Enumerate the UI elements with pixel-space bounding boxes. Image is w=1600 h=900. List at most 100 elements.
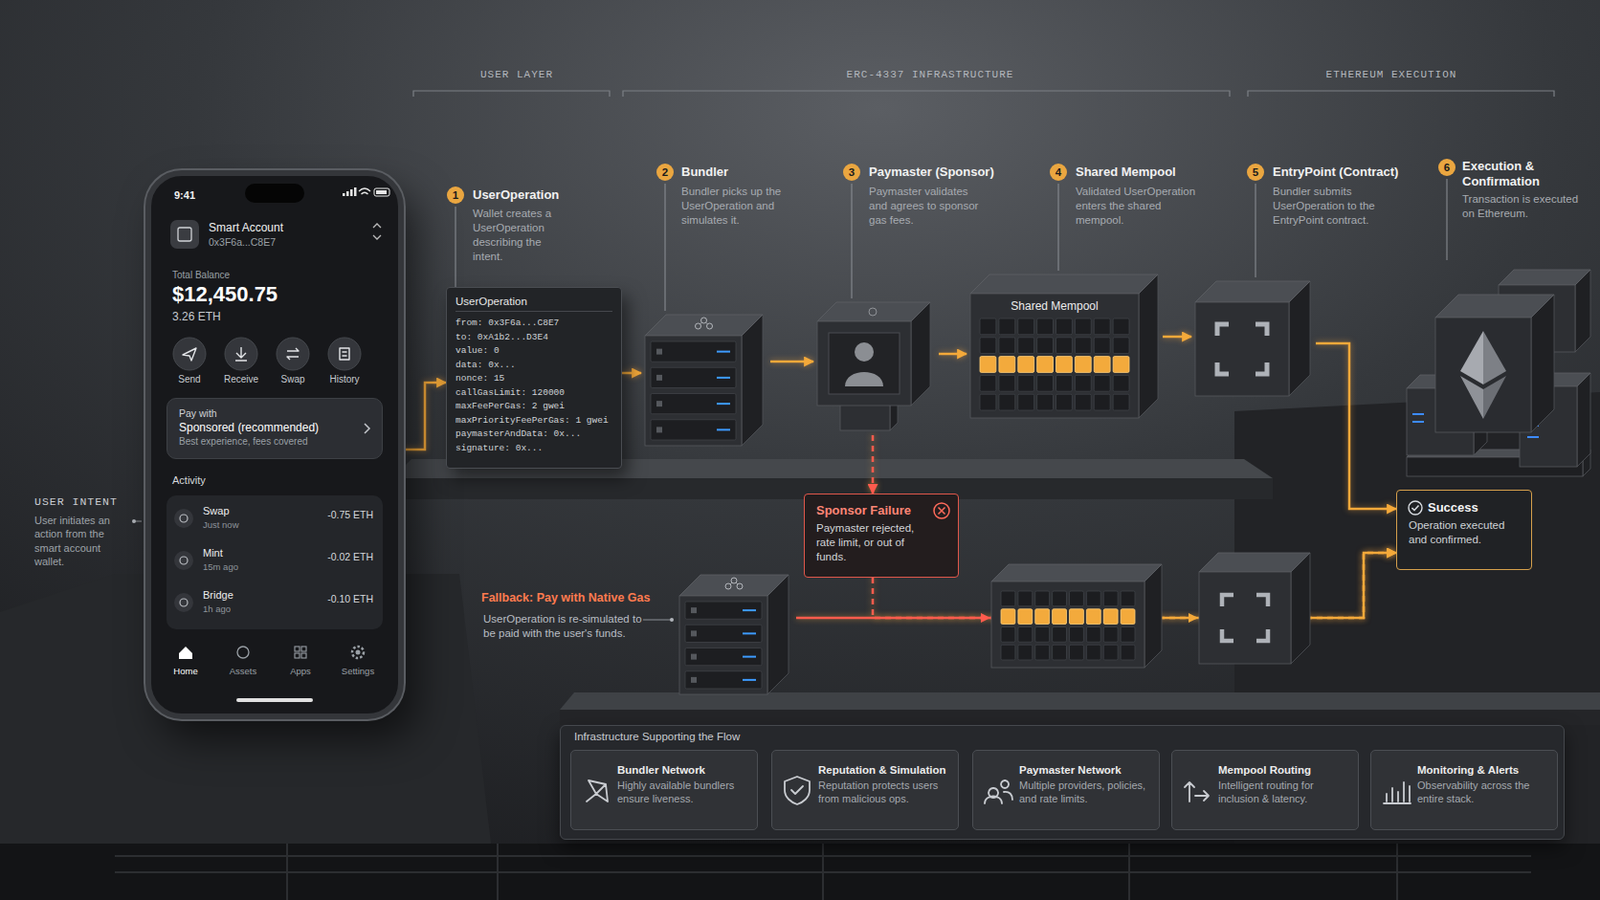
success-icon	[1408, 501, 1423, 515]
node-text: Best experience, fees covered	[178, 436, 356, 447]
card-icon	[784, 777, 810, 805]
rack-light	[716, 377, 731, 379]
cube-front	[970, 293, 1139, 419]
callout-number: 1	[446, 186, 465, 204]
node-text: -0.10 ETH	[285, 593, 374, 605]
node-text: -0.75 ETH	[285, 509, 374, 521]
mempool-cell	[999, 394, 1016, 411]
node-text: Pay with	[178, 407, 356, 420]
nav-icon	[301, 646, 307, 652]
arrowhead	[980, 613, 991, 623]
step-description: Paymaster validates and agrees to sponso…	[868, 184, 989, 228]
shared-mempool: 4Shared MempoolValidated UserOperation e…	[966, 270, 1163, 424]
illustration-group	[784, 777, 810, 805]
mempool-cell	[1018, 627, 1033, 644]
cube-top	[1435, 294, 1555, 318]
pending-op-cell	[999, 356, 1016, 374]
mempool-cell	[1056, 375, 1073, 392]
pending-op-cell	[1052, 609, 1067, 625]
rack-light	[716, 428, 731, 431]
entrypoint-contract: 5EntryPoint (Contract)Bundler submits Us…	[1191, 277, 1316, 403]
userop-field: paymasterAndData: 0x...	[455, 427, 613, 443]
mempool-cell	[999, 337, 1016, 355]
node-text: History	[317, 374, 372, 385]
node-text: Swap	[266, 374, 320, 385]
cube-top	[644, 314, 763, 336]
cube-side	[1144, 564, 1162, 668]
cube-top	[1195, 281, 1311, 303]
fallback-mempool	[991, 564, 1162, 668]
mempool-cell	[1056, 337, 1073, 355]
mempool-cell	[1018, 318, 1035, 335]
illustration-group	[933, 503, 950, 519]
account-icon	[170, 220, 200, 249]
text-body: Reputation & SimulationReputation protec…	[772, 751, 958, 817]
success-icon	[1412, 506, 1420, 512]
card-title: Mempool Routing	[1218, 764, 1351, 777]
fallback-entrypoint	[1199, 553, 1311, 665]
card-title: Monitoring & Alerts	[1417, 764, 1550, 777]
failure-description: Paymaster rejected, rate limit, or out o…	[816, 521, 930, 565]
card-description: Reputation protects users from malicious…	[818, 778, 951, 807]
infrastructure-card: Reputation & SimulationReputation protec…	[771, 750, 959, 831]
illustration-group	[586, 780, 608, 802]
section-header: ERC-4337 INFRASTRUCTURE	[786, 68, 1074, 81]
pending-op-cell	[1035, 609, 1050, 625]
activity-icon	[174, 593, 194, 613]
node-text: Smart Account	[208, 221, 284, 235]
userop-field: data: 0x...	[455, 358, 613, 374]
mempool-cell	[979, 318, 997, 335]
mempool-cell	[1074, 375, 1091, 392]
node-text: Mint	[202, 547, 223, 559]
step-description: Bundler picks up the UserOperation and s…	[681, 184, 795, 228]
text-body: UserOperationfrom: 0x3F6a...C8E7to: 0xA1…	[446, 288, 622, 464]
mempool-cell	[1093, 394, 1111, 411]
icon-panel	[828, 333, 900, 395]
action-button	[328, 337, 361, 371]
mempool-cell	[1112, 394, 1130, 411]
node-text: 0x3F6a...C8E7	[208, 236, 276, 248]
cube-side	[1531, 294, 1555, 433]
illustration-group	[1184, 782, 1209, 802]
pending-op-cell	[1120, 609, 1135, 625]
pending-op-cell	[979, 356, 997, 374]
mempool-cell	[1018, 375, 1035, 392]
mempool-cell	[1112, 375, 1130, 392]
text-body: SuccessOperation executed and confirmed.	[1397, 490, 1532, 557]
mempool-cell	[979, 394, 997, 411]
node-text: Apps	[273, 666, 328, 677]
mempool-cell	[1069, 627, 1085, 644]
rack-unit	[685, 671, 762, 689]
home-indicator	[236, 698, 313, 703]
nav-icon	[352, 646, 364, 659]
rack-unit	[650, 420, 736, 441]
card-icon	[984, 780, 1013, 804]
server-light	[1412, 413, 1424, 416]
mempool-cell	[1018, 337, 1035, 355]
illustration-group	[1383, 782, 1411, 804]
cube-top	[1199, 553, 1311, 573]
section-brackets	[413, 90, 1555, 97]
node-text: Just now	[202, 519, 240, 531]
node-text: Swap	[202, 505, 230, 517]
callout-number: 5	[1246, 163, 1265, 181]
node-illustration	[641, 311, 771, 450]
mempool-cell	[1037, 318, 1054, 335]
node-text: Activity	[172, 474, 206, 487]
error-icon	[933, 503, 950, 519]
illustration-group	[1406, 269, 1591, 477]
node-illustration	[813, 298, 939, 436]
illustration-group	[817, 302, 931, 431]
machinery-lines	[114, 844, 1532, 900]
pending-op-cell	[1112, 356, 1130, 374]
cube-side	[1577, 373, 1591, 467]
step-title: UserOperation	[472, 187, 559, 203]
text-body: Monitoring & AlertsObservability across …	[1371, 751, 1557, 817]
card-icon	[1184, 782, 1209, 802]
cube-top	[679, 575, 789, 597]
pending-op-cell	[1086, 609, 1101, 625]
mempool-cell	[1035, 591, 1050, 607]
illustration-group	[166, 183, 390, 703]
action-icon	[182, 348, 197, 361]
flow-arrow	[1162, 335, 1192, 339]
